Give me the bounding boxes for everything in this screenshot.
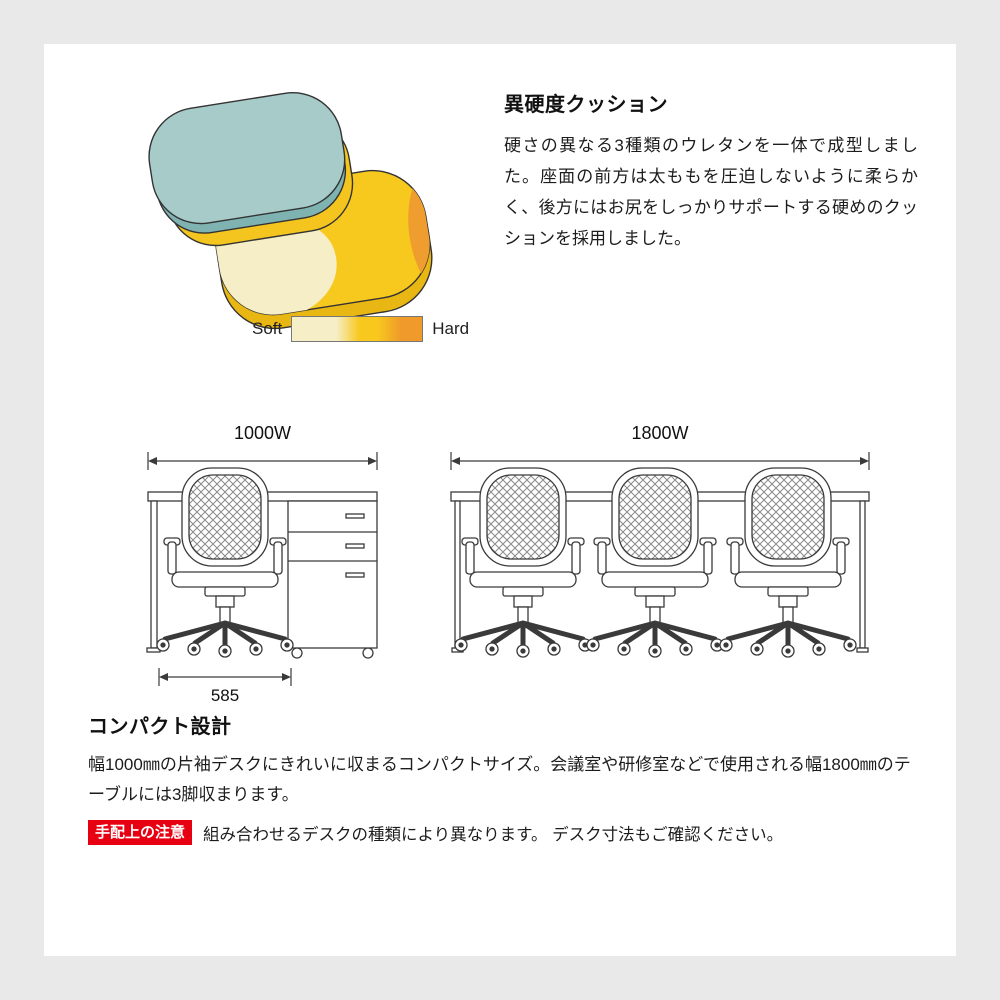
order-note: 手配上の注意 組み合わせるデスクの種類により異なります。 デスク寸法もご確認くだ…	[88, 820, 783, 845]
product-info-card: Soft Hard 異硬度クッション 硬さの異なる3種類のウレタンを一体で成型し…	[44, 44, 956, 956]
order-note-text: 組み合わせるデスクの種類により異なります。 デスク寸法もご確認ください。	[203, 825, 784, 844]
chair-width-dimension-line	[158, 668, 292, 686]
soft-hard-gradient-bar	[291, 316, 424, 342]
cushion-layers-illustration	[148, 92, 437, 330]
desk-width-dimension-line	[147, 452, 378, 470]
compact-section-heading: コンパクト設計	[88, 716, 232, 738]
chair-width-label: 585	[210, 686, 240, 705]
order-note-badge: 手配上の注意	[88, 820, 193, 845]
desk-diagram	[146, 452, 378, 686]
cushion-section-body: 硬さの異なる3種類のウレタンを一体で成型しました。座面の前方は太ももを圧迫しない…	[504, 136, 918, 248]
cushion-teal-layer	[148, 92, 354, 247]
table-width-label: 1800W	[631, 423, 689, 443]
table-width-dimension-line	[450, 452, 870, 470]
desk-width-label: 1000W	[233, 423, 292, 443]
legend-hard-label: Hard	[432, 319, 470, 338]
cushion-section-heading: 異硬度クッション	[504, 94, 668, 116]
legend-soft-label: Soft	[252, 319, 283, 338]
hardness-legend: Soft Hard	[252, 316, 469, 342]
table-diagram	[450, 452, 870, 698]
compact-section-body: 幅1000㎜の片袖デスクにきれいに収まるコンパクトサイズ。会議室や研修室などで使…	[88, 755, 911, 804]
